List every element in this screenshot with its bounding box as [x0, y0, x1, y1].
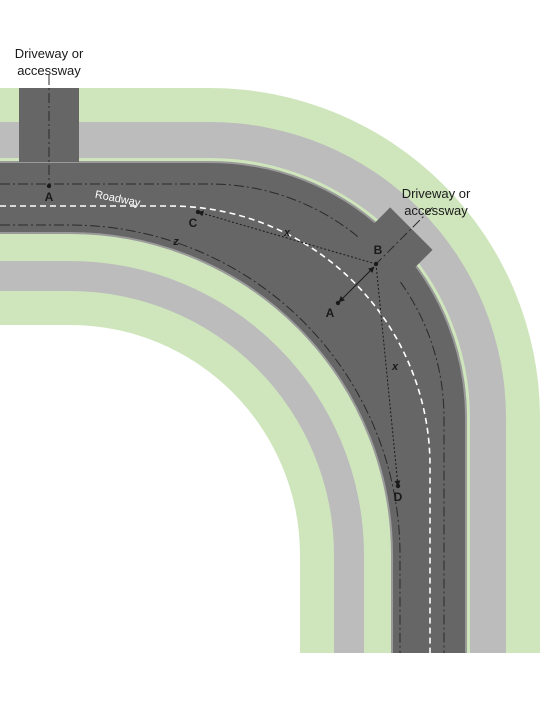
driveway-top-label-line1: Driveway or: [15, 46, 84, 61]
lane-guide-inner: [0, 224, 401, 653]
driveway-right-label-line1: Driveway or: [402, 186, 471, 201]
inner-footpath: [0, 261, 364, 653]
point-d-label: D: [394, 490, 403, 504]
sight-line-b-to-c: [197, 210, 377, 265]
driveway-top: [19, 75, 79, 186]
driveway-right-centreline: [372, 207, 433, 268]
driveway-right-label-line2: accessway: [404, 203, 468, 218]
point-a-right-label: A: [326, 306, 335, 320]
sight-line-b-to-d: [375, 263, 401, 487]
dim-x-upper-label: x: [283, 227, 291, 239]
point-a-top-label: A: [45, 190, 54, 204]
point-a-top-dot: [46, 183, 52, 189]
setback-arrow-a-b: [338, 266, 375, 303]
point-b-dot: [373, 261, 379, 267]
dim-z-label: z: [172, 236, 179, 248]
point-c-label: C: [189, 216, 198, 230]
point-a-right-dot: [335, 300, 341, 306]
driveway-top-label-line2: accessway: [17, 63, 81, 78]
point-d-dot: [395, 483, 401, 489]
lane-guide-outer: [0, 183, 445, 653]
road-corridor: [0, 88, 540, 653]
point-c-dot: [195, 209, 201, 215]
point-b-label: B: [374, 243, 383, 257]
road-edge-inner: [0, 232, 393, 653]
dim-x-lower-label: x: [391, 361, 399, 373]
sight-lines: [197, 210, 401, 487]
